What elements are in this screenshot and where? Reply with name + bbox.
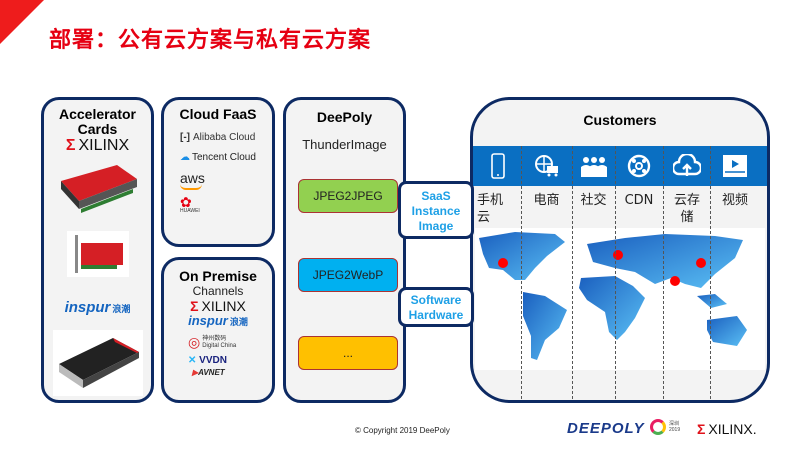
category-video[interactable]: 视频 [710,146,760,209]
panel-title: Customers [583,112,657,128]
social-icon [580,157,607,177]
saas-instance-connector: SaaS Instance Image [398,181,474,239]
category-ecommerce[interactable]: 电商 [521,146,572,209]
event-logo: 深圳 2019 [650,419,683,435]
xilinx-pcie-card-image [66,231,129,277]
customers-panel: Customers 手机云 电商 [470,97,770,403]
huawei-logo: ✿ HUAWEI [180,194,200,214]
copyright-text: © Copyright 2019 DeePoly [355,426,450,435]
deepoly-logo: DEEPOLY [567,420,645,437]
deepoly-panel: DeePoly ThunderImage JPEG2JPEG JPEG2WebP… [283,97,406,403]
software-hardware-connector: Software Hardware [398,287,474,327]
category-social[interactable]: 社交 [572,146,615,209]
mobile-phone-icon [491,153,505,179]
category-band [473,146,767,186]
world-map [475,228,765,370]
cloud-storage-icon [672,154,701,176]
panel-title: Accelerator Cards [58,106,137,137]
channels-label: Channels [192,284,244,298]
column-divider [521,146,522,400]
ecommerce-icon [534,155,558,177]
column-divider [572,146,573,400]
inspur-card-image [52,330,143,396]
column-divider [710,146,711,400]
jpeg2jpeg-button[interactable]: JPEG2JPEG [298,179,398,213]
more-button[interactable]: ... [298,336,398,370]
location-marker [498,258,508,268]
page-title: 部署：公有云方案与私有云方案 [49,28,372,53]
panel-title: On Premise [179,268,257,284]
cloud-faas-panel: Cloud FaaS [-]Alibaba Cloud ☁Tencent Clo… [161,97,275,247]
column-divider [663,146,664,400]
category-mobile-cloud[interactable]: 手机云 [477,146,519,226]
tencent-cloud-logo: ☁Tencent Cloud [180,152,256,163]
category-cdn[interactable]: CDN [615,146,663,209]
product-name: ThunderImage [302,137,387,152]
column-divider [615,146,616,400]
vvdn-logo: ✕ VVDN [188,355,227,366]
location-marker [670,276,680,286]
jpeg2webp-button[interactable]: JPEG2WebP [298,258,398,292]
video-icon [723,155,747,177]
aws-logo: aws [180,171,272,190]
avnet-logo: ▶AVNET [192,368,225,377]
cdn-icon [627,154,651,178]
category-cloud-storage[interactable]: 云存储 [663,146,710,226]
panel-title: DeePoly [316,109,373,125]
xilinx-card-image [60,165,137,213]
location-marker [696,258,706,268]
corner-accent [0,0,44,44]
panel-title: Cloud FaaS [179,106,257,122]
alibaba-cloud-logo: [-]Alibaba Cloud [180,132,256,143]
